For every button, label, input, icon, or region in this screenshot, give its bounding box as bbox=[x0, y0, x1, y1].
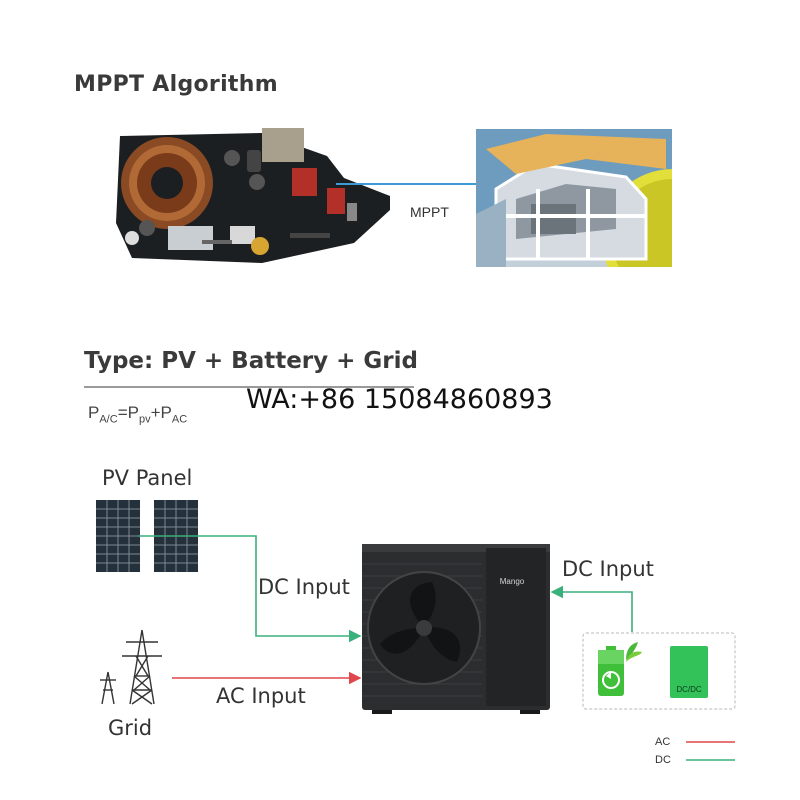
dc-input-label-battery: DC Input bbox=[562, 557, 654, 581]
mppt-algorithm-title: MPPT Algorithm bbox=[74, 72, 278, 97]
battery-dc-line bbox=[550, 585, 633, 632]
type-title: Type: PV + Battery + Grid bbox=[84, 348, 418, 374]
grid-label: Grid bbox=[108, 716, 153, 740]
power-formula: PA/C=Ppv+PAC bbox=[88, 403, 187, 425]
heat-pump-brand-logo: Mango bbox=[500, 577, 525, 586]
type-title-underline bbox=[84, 386, 414, 388]
formula-ac-subscript: AC bbox=[171, 413, 188, 426]
pcb-board-image bbox=[116, 128, 390, 263]
legend-dc-label: DC bbox=[655, 754, 671, 766]
formula-lhs: P bbox=[88, 403, 100, 422]
formula-equals-p: =P bbox=[117, 403, 139, 422]
ac-input-label: AC Input bbox=[216, 684, 306, 708]
pv-panel-label: PV Panel bbox=[102, 466, 193, 490]
whatsapp-watermark: WA:+86 15084860893 bbox=[246, 384, 553, 415]
dcdc-label: DC/DC bbox=[676, 685, 702, 694]
dcdc-converter-icon bbox=[670, 646, 708, 698]
formula-pv-subscript: pv bbox=[138, 413, 151, 426]
formula-lhs-subscript: A/C bbox=[99, 413, 118, 426]
grid-pylon-icon bbox=[100, 629, 162, 705]
battery-recycle-icon bbox=[598, 642, 642, 696]
legend-ac-label: AC bbox=[655, 736, 671, 748]
battery-dcdc-group: DC/DC bbox=[582, 632, 736, 710]
dc-input-label-pv: DC Input bbox=[258, 575, 350, 599]
formula-plus-p: +P bbox=[150, 403, 172, 422]
solar-panel-left bbox=[96, 500, 140, 572]
mppt-connector-label: MPPT bbox=[410, 204, 449, 220]
heat-pump-unit-image: Mango bbox=[362, 544, 550, 714]
heat-pump-cutaway-image bbox=[476, 129, 672, 267]
pv-dc-line bbox=[138, 535, 362, 643]
mppt-connector-line bbox=[336, 183, 476, 185]
